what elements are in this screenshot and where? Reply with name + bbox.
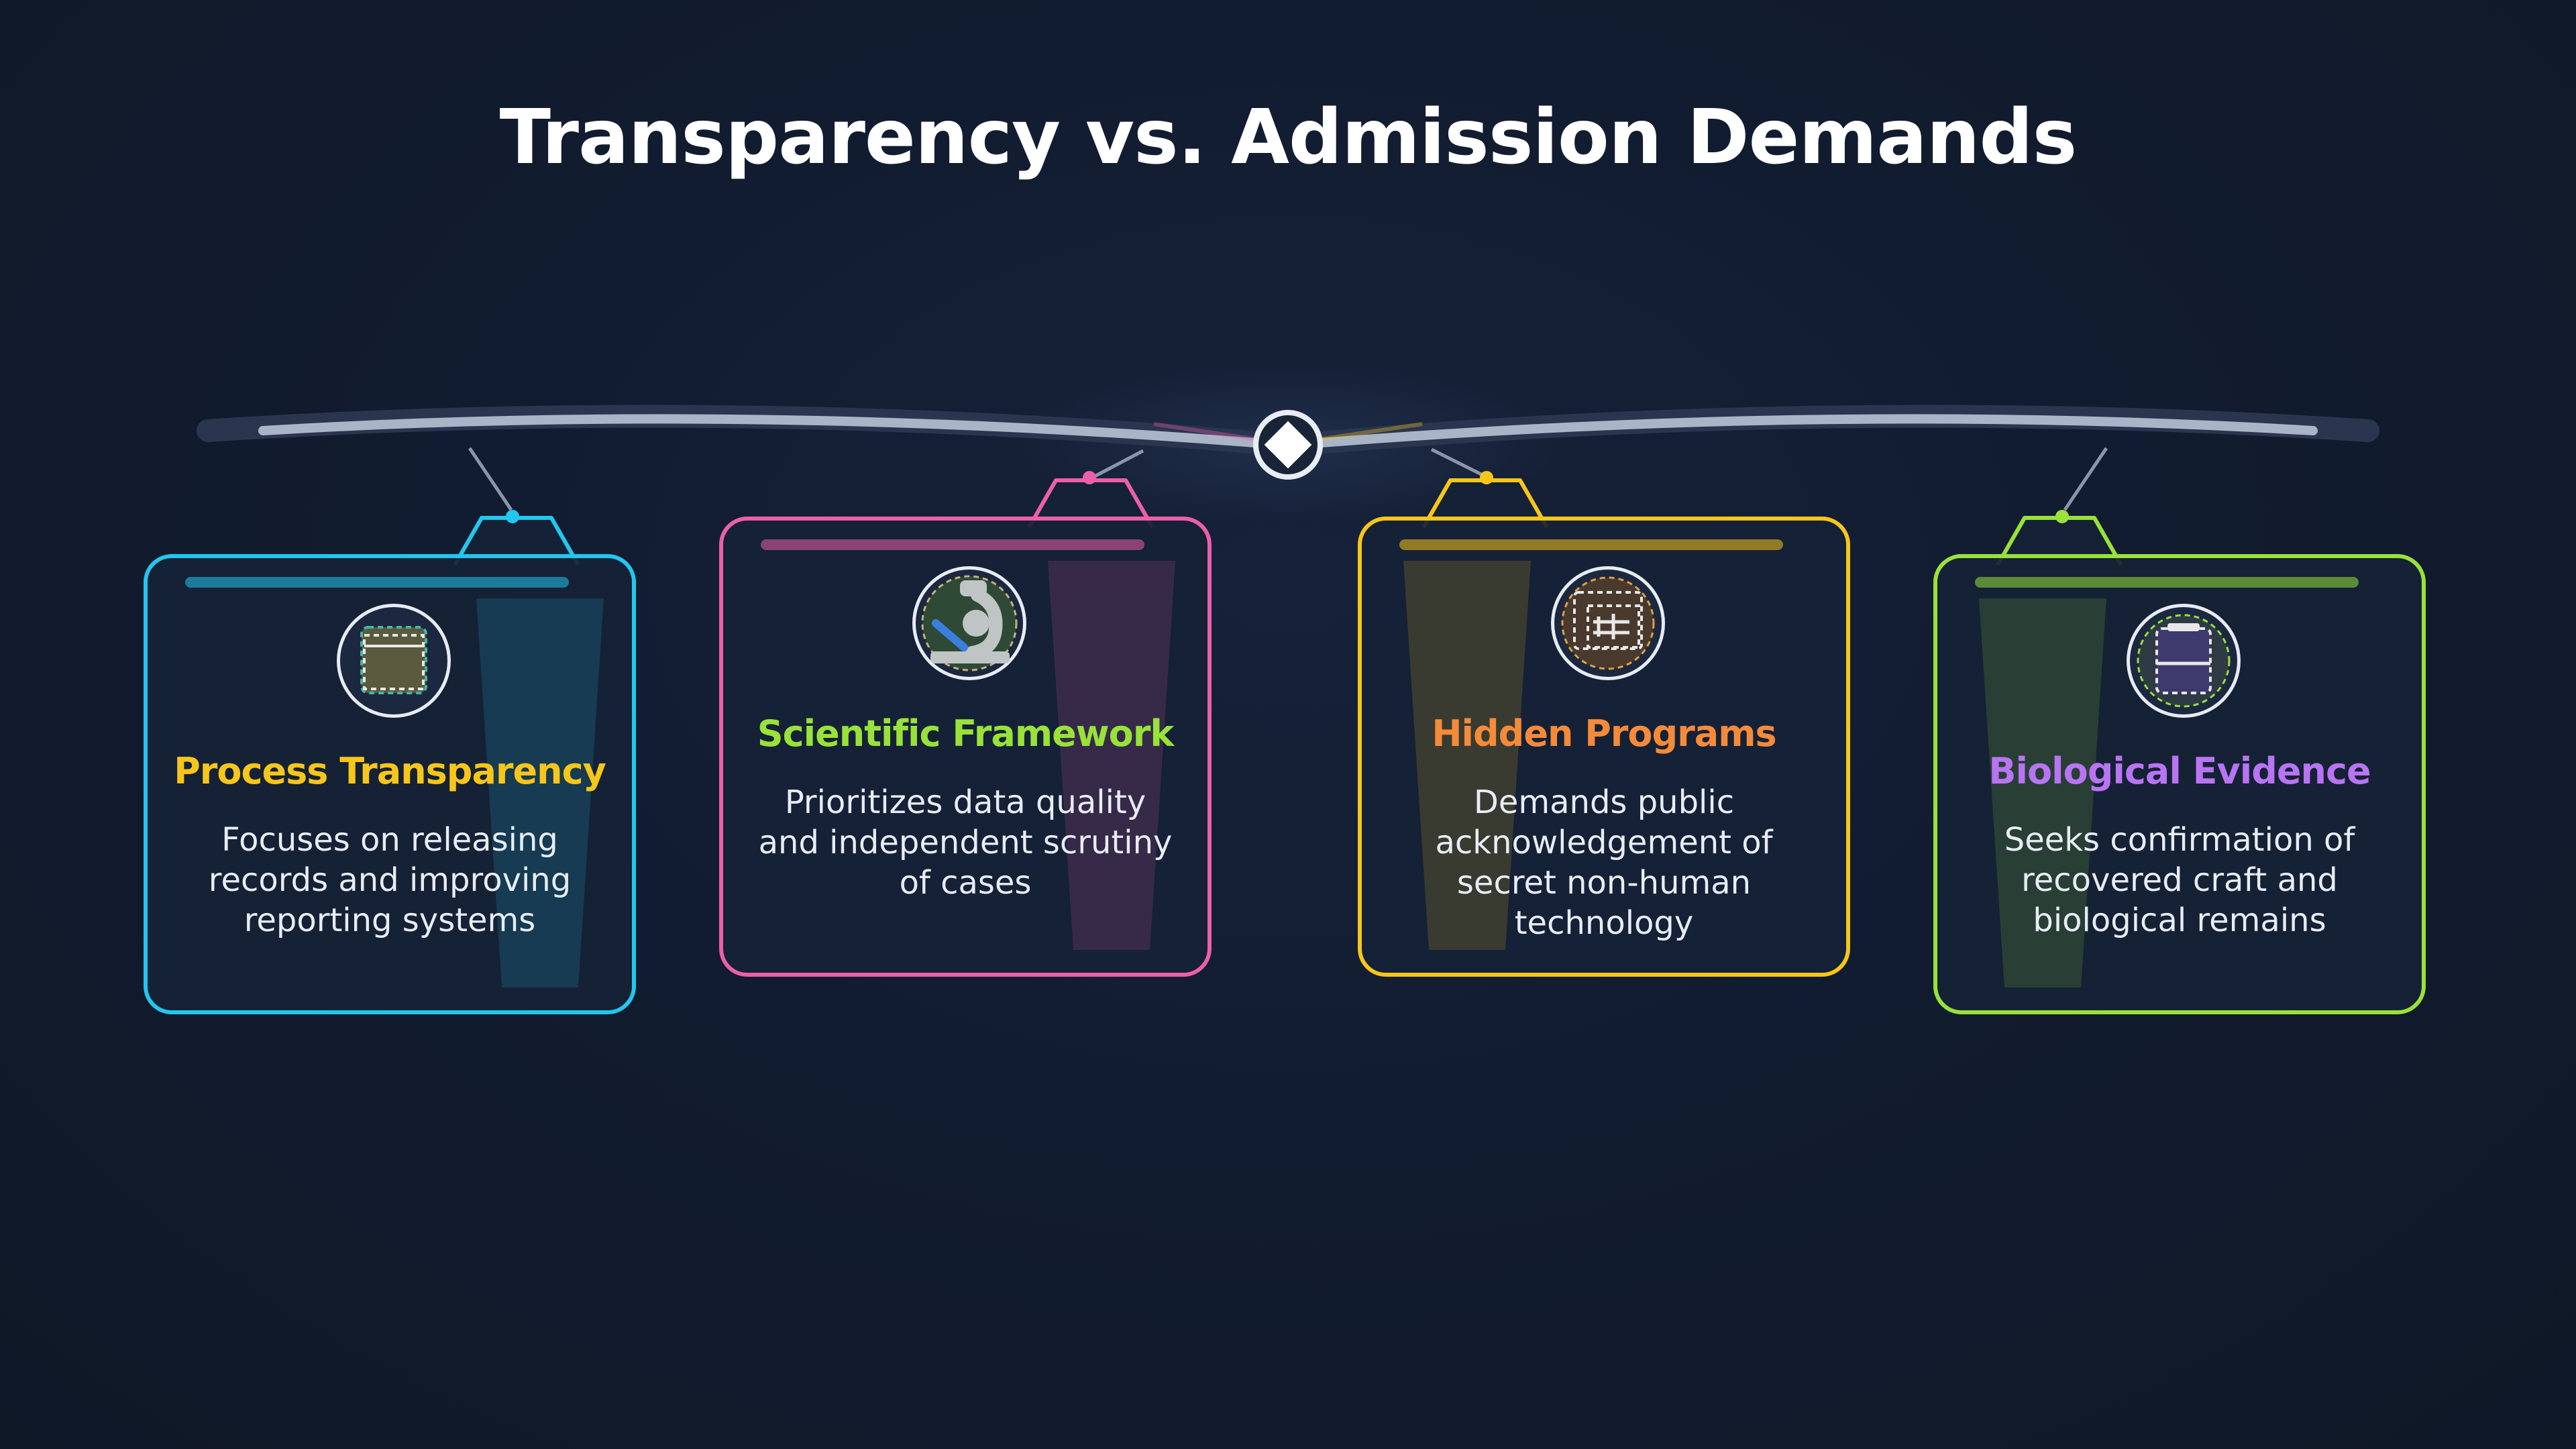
card-title: Process Transparency: [174, 750, 606, 792]
pivot-accent-right: [1314, 422, 1423, 442]
card-topbar: [185, 577, 569, 588]
card-description: Prioritizes data quality and independent…: [758, 784, 1173, 902]
card-title: Scientific Framework: [757, 712, 1175, 755]
card-scientific-framework: Scientific Framework Prioritizes data qu…: [719, 517, 1212, 977]
card-description: Focuses on releasing records and improvi…: [208, 821, 572, 939]
card-topbar: [1975, 577, 2359, 588]
card-title: Biological Evidence: [1988, 750, 2371, 792]
pivot-accent-left: [1153, 422, 1262, 442]
card-description: Demands public acknowledgement of secret…: [1435, 784, 1773, 942]
card-1-tab: [453, 510, 580, 566]
card-3-tab: [1421, 471, 1549, 529]
card-4-tab: [1996, 510, 2123, 566]
card-2-tab: [1027, 471, 1155, 529]
card-biological-evidence: Biological Evidence Seeks confirmation o…: [1933, 554, 2426, 1014]
pivot-diamond-icon: [1264, 421, 1312, 469]
card-title: Hidden Programs: [1432, 712, 1776, 755]
classified-file-icon: [1551, 566, 1665, 680]
hanger-line-1: [468, 447, 513, 511]
page-title: Transparency vs. Admission Demands: [499, 94, 2078, 181]
hanger-line-3: [1430, 447, 1484, 477]
card-topbar: [1399, 539, 1783, 550]
card-process-transparency: Process Transparency Focuses on releasin…: [144, 554, 636, 1014]
card-light-beam: [1403, 561, 1531, 950]
microscope-icon: [912, 566, 1026, 680]
card-hidden-programs: Hidden Programs Demands public acknowled…: [1358, 517, 1850, 977]
document-box-icon: [337, 604, 451, 718]
hanger-line-2: [1091, 449, 1144, 480]
card-light-beam: [476, 598, 604, 987]
card-light-beam: [1979, 598, 2106, 987]
specimen-jar-icon: [2127, 604, 2241, 718]
card-topbar: [761, 539, 1144, 550]
hanger-line-4: [2063, 447, 2108, 511]
card-description: Seeks confirmation of recovered craft an…: [2004, 821, 2355, 939]
